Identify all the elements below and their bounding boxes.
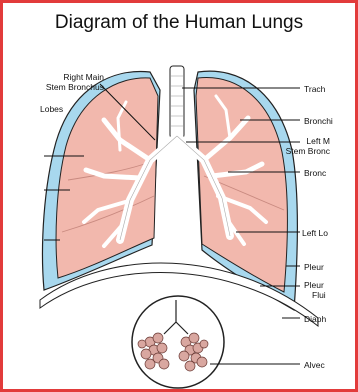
label-left-main-2: Stem Bronc <box>272 146 330 156</box>
label-right-main-2: Stem Bronchus <box>30 82 104 92</box>
label-diaphragm: Diaph <box>304 314 326 324</box>
label-pleural-fluid: Pleur Flui <box>304 280 326 300</box>
label-trachea: Trach <box>304 84 325 94</box>
label-left-main-1: Left M <box>280 136 330 146</box>
label-alveoli: Alvec <box>304 360 325 370</box>
label-bronchioles: Bronchi <box>304 116 333 126</box>
label-bronchus: Bronc <box>304 168 326 178</box>
label-left-main-stem-bronchus: Left M Stem Bronc <box>280 136 330 156</box>
label-pleural-fluid-1: Pleur <box>304 280 326 290</box>
label-pleura: Pleur <box>304 262 324 272</box>
label-lobes: Lobes <box>40 104 63 114</box>
label-pleural-fluid-2: Flui <box>312 290 326 300</box>
label-left-lobe: Left Lo <box>302 228 328 238</box>
label-right-main-1: Right Main <box>30 72 104 82</box>
label-right-main-stem-bronchus: Right Main Stem Bronchus <box>30 72 104 92</box>
trachea <box>170 66 184 138</box>
